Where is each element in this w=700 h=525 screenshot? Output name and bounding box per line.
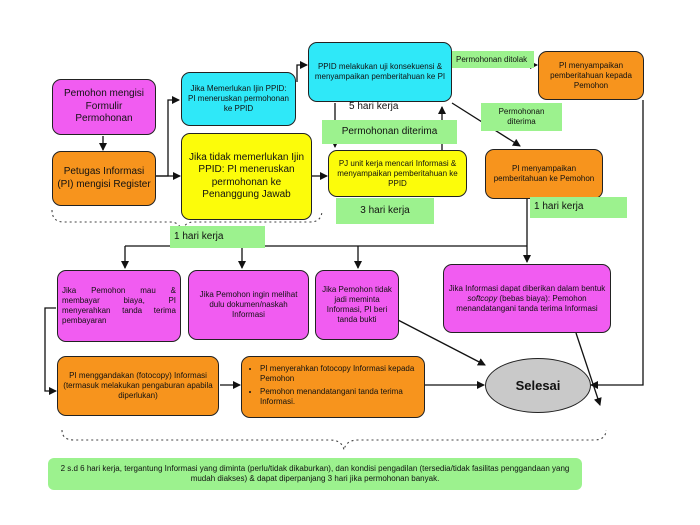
pj-unit-node: PJ unit kerja mencari Informasi & menyam… [328,150,467,197]
label-permohonan-diterima-right: Permohonan diterima [481,103,562,131]
pi-menggandakan-node: PI menggandakan (fotocopy) Informasi (te… [57,356,219,416]
ppid-uji-text: PPID melakukan uji konsekuensi & menyamp… [314,62,446,81]
bullet-item-2: Pemohon menandatangani tanda terima Info… [260,387,420,407]
pemohon-node: Pemohon mengisi Formulir Permohonan [52,79,156,135]
box-softcopy-text: Jika Informasi dapat diberikan dalam ben… [448,284,606,314]
satu-hari-right-text: 1 hari kerja [534,201,584,213]
footer-text: 2 s.d 6 hari kerja, tergantung Informasi… [60,464,570,483]
label-lima-hari: 5 hari kerja [349,101,398,114]
selesai-ellipse: Selesai [485,358,591,413]
box-tidak-meminta-text: Jika Pemohon tidak jadi meminta Informas… [322,285,392,324]
box-tidak-meminta-node: Jika Pemohon tidak jadi meminta Informas… [315,270,399,340]
jika-tidak-text: Jika tidak memerlukan Ijin PPID: PI mene… [188,151,305,201]
softcopy-post: (bebas biaya): Pemohon menandatangani ta… [456,293,598,313]
bullet-item-1: PI menyerahkan fotocopy Informasi kepada… [260,364,420,384]
pemohon-text: Pemohon mengisi Formulir Permohonan [63,88,145,125]
footer-note: 2 s.d 6 hari kerja, tergantung Informasi… [48,458,582,490]
label-tiga-hari: 3 hari kerja [336,198,434,224]
pi-menggandakan-text: PI menggandakan (fotocopy) Informasi (te… [63,371,213,400]
permohonan-diterima-text: Permohonan diterima [341,125,438,137]
softcopy-pre: Jika Informasi dapat diberikan dalam ben… [448,283,606,293]
petugas-text: Petugas Informasi (PI) mengisi Register [57,166,151,190]
box-membayar-node: Jika Pemohon mau & membayar biaya, PI me… [57,270,181,342]
pi-pemohon-node: PI menyampaikan pemberitahuan ke Pemohon [485,149,603,199]
petugas-node: Petugas Informasi (PI) mengisi Register [52,151,156,206]
label-satu-hari-left: 1 hari kerja [170,226,265,248]
pi-pemberitahuan-text: PI menyampaikan pemberitahuan kepada Pem… [550,60,632,90]
bullet-box-node: PI menyerahkan fotocopy Informasi kepada… [241,356,425,418]
tiga-hari-text: 3 hari kerja [360,204,410,216]
pi-pemohon-text: PI menyampaikan pemberitahuan ke Pemohon [493,164,595,183]
jika-memerlukan-text: Jika Memerlukan Ijin PPID: PI meneruskan… [188,84,289,113]
label-satu-hari-right: 1 hari kerja [530,197,627,218]
permohonan-diterima-right-text: Permohonan diterima [498,107,545,126]
permohonan-ditolak-text: Permohonan ditolak [456,54,528,64]
pj-unit-text: PJ unit kerja mencari Informasi & menyam… [337,158,458,188]
box-melihat-text: Jika Pemohon ingin melihat dulu dokumen/… [199,290,298,319]
box-softcopy-node: Jika Informasi dapat diberikan dalam ben… [443,264,611,333]
jika-tidak-node: Jika tidak memerlukan Ijin PPID: PI mene… [181,133,312,220]
lima-hari-text: 5 hari kerja [349,101,399,112]
ppid-uji-node: PPID melakukan uji konsekuensi & menyamp… [308,42,452,102]
softcopy-italic: softcopy [467,293,498,303]
box-melihat-node: Jika Pemohon ingin melihat dulu dokumen/… [188,270,309,340]
jika-memerlukan-node: Jika Memerlukan Ijin PPID: PI meneruskan… [181,72,296,126]
bullet-list: PI menyerahkan fotocopy Informasi kepada… [246,364,420,410]
label-permohonan-diterima: Permohonan diterima [322,120,457,144]
label-permohonan-ditolak: Permohonan ditolak [452,51,534,68]
box-membayar-text: Jika Pemohon mau & membayar biaya, PI me… [62,286,176,325]
satu-hari-left-text: 1 hari kerja [174,230,224,242]
pi-pemberitahuan-node: PI menyampaikan pemberitahuan kepada Pem… [538,51,644,100]
selesai-text: Selesai [515,378,561,393]
